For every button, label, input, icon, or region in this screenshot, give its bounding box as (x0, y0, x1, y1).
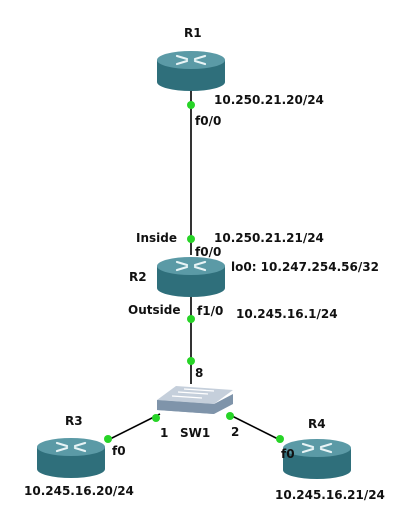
port-dots (104, 101, 284, 443)
r2-loopback-label: lo0: 10.247.254.56/32 (231, 260, 379, 274)
router-icon (155, 49, 227, 93)
port-dot-r2-f1-0 (187, 315, 195, 323)
r2-port-outside-label: f1/0 (197, 304, 223, 318)
r2-ip-outside-label: 10.245.16.1/24 (236, 307, 338, 321)
r2-outside-label: Outside (128, 303, 180, 317)
port-dot-r3-f0 (104, 435, 112, 443)
labels: 10.250.21.20/24 f0/0 Inside 10.250.21.21… (24, 93, 385, 502)
router-r2[interactable]: R2 (129, 255, 227, 299)
sw1-port-2-label: 2 (231, 425, 239, 439)
link-sw1-r4 (227, 413, 281, 441)
router-r1-name: R1 (184, 26, 202, 40)
router-r4-name: R4 (308, 417, 326, 431)
r3-ip-label: 10.245.16.20/24 (24, 484, 134, 498)
r2-inside-label: Inside (136, 231, 177, 245)
links (107, 88, 281, 441)
router-icon (155, 255, 227, 299)
port-dot-sw1-1 (152, 414, 160, 422)
r1-port-label: f0/0 (195, 114, 221, 128)
r3-port-label: f0 (112, 444, 126, 458)
router-r3-name: R3 (65, 414, 83, 428)
router-r1[interactable]: R1 (155, 26, 227, 93)
port-dot-r2-f0-0 (187, 235, 195, 243)
link-sw1-r3 (107, 413, 161, 441)
r2-port-inside-label: f0/0 (195, 245, 221, 259)
switch-sw1[interactable]: SW1 (157, 386, 233, 440)
router-r3[interactable]: R3 (35, 414, 107, 480)
port-dot-sw1-8 (187, 357, 195, 365)
r1-ip-label: 10.250.21.20/24 (214, 93, 324, 107)
sw1-port-8-label: 8 (195, 366, 203, 380)
port-dot-sw1-2 (226, 412, 234, 420)
sw1-port-1-label: 1 (160, 426, 168, 440)
r2-ip-inside-label: 10.250.21.21/24 (214, 231, 324, 245)
router-icon (35, 436, 107, 480)
port-dot-r1-f0-0 (187, 101, 195, 109)
router-r2-name: R2 (129, 270, 147, 284)
switch-icon (157, 386, 233, 414)
port-dot-r4-f0 (276, 435, 284, 443)
router-r4[interactable]: R4 (281, 417, 353, 481)
switch-sw1-name: SW1 (180, 426, 210, 440)
r4-port-label: f0 (281, 447, 295, 461)
r4-ip-label: 10.245.16.21/24 (275, 488, 385, 502)
